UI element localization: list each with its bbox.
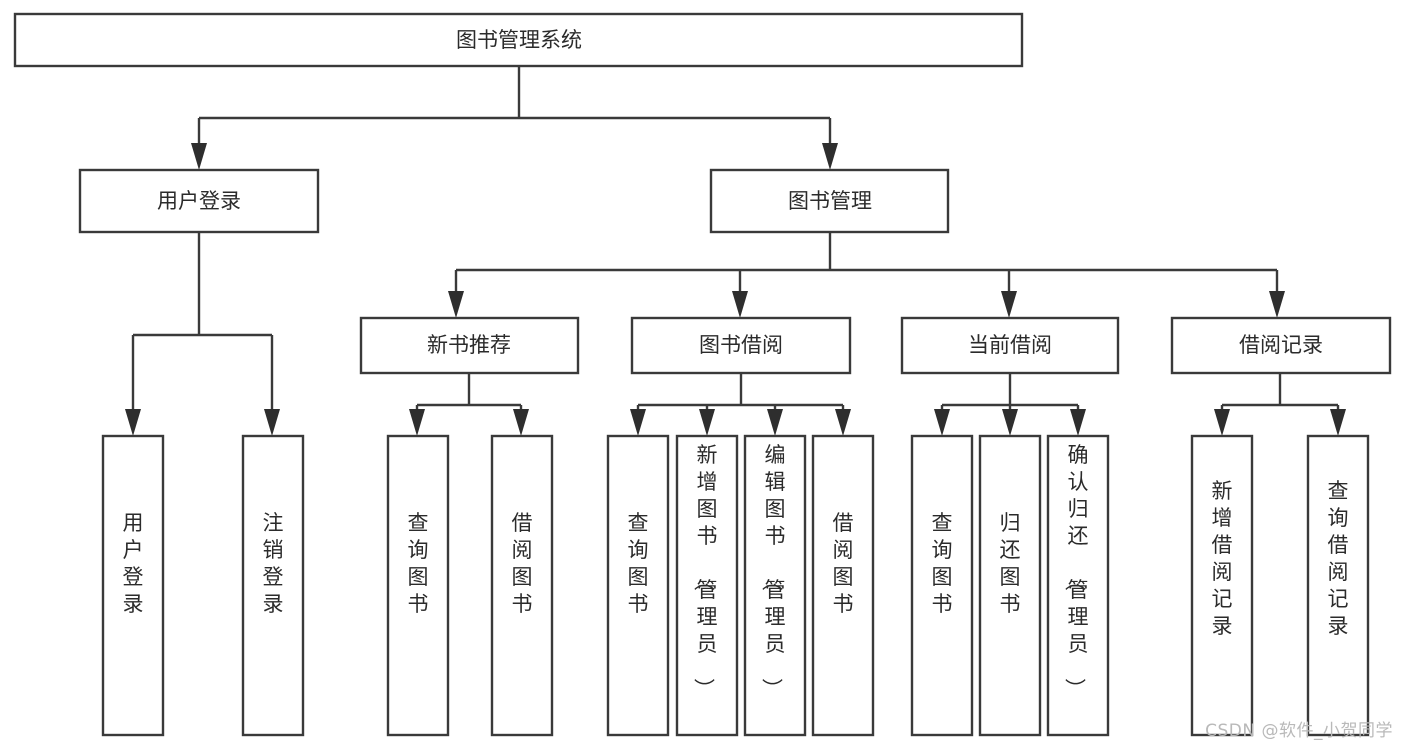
watermark: CSDN @软件_小贺同学	[1205, 721, 1393, 741]
arrow-head-current-leaf-3	[1070, 409, 1086, 436]
node-borrow-records-box[interactable]	[1170, 316, 1392, 375]
node-book-borrow-box[interactable]	[630, 316, 852, 375]
arrow-head-borrow-leaf-1	[630, 409, 646, 436]
node-borrow-records-label: 借阅记录	[1239, 333, 1323, 357]
leaf-node-current-return-label: 归还图书	[1000, 511, 1021, 616]
leaf-node-current-return-box[interactable]	[978, 434, 1042, 737]
leaf-node-borrow-book-box[interactable]	[811, 434, 875, 737]
arrow-head-records-leaf-2	[1330, 409, 1346, 436]
node-book-borrow-label: 图书借阅	[699, 333, 783, 357]
node-root-box[interactable]	[13, 12, 1024, 68]
node-book-management-label: 图书管理	[788, 189, 872, 213]
leaf-node-logout-box[interactable]	[241, 434, 305, 737]
leaf-node-borrow-add-label: 新增图书（管理员）	[692, 443, 718, 699]
leaf-node-borrow-add-box[interactable]	[675, 434, 739, 737]
arrow-head-leaf-user-login	[125, 409, 141, 436]
leaf-node-user-login[interactable]: 用户登录	[101, 434, 165, 737]
leaf-node-logout-label: 注销登录	[263, 511, 284, 616]
arrow-head-borrow-leaf-3	[767, 409, 783, 436]
leaf-node-user-login-label: 用户登录	[123, 511, 144, 616]
node-root-label: 图书管理系统	[456, 28, 582, 52]
node-new-book-recommend-box[interactable]	[359, 316, 580, 375]
connector-layer	[125, 66, 1346, 436]
leaf-node-current-confirm-box[interactable]	[1046, 434, 1110, 737]
node-book-borrow[interactable]: 图书借阅	[630, 316, 852, 375]
node-book-management[interactable]: 图书管理	[709, 168, 950, 234]
leaf-node-newbook-query-box[interactable]	[386, 434, 450, 737]
node-current-borrow-box[interactable]	[900, 316, 1120, 375]
leaf-node-newbook-borrow-box[interactable]	[490, 434, 554, 737]
node-current-borrow[interactable]: 当前借阅	[900, 316, 1120, 375]
arrow-head-new-book	[448, 291, 464, 318]
leaf-node-borrow-query[interactable]: 查询图书	[606, 434, 670, 737]
leaf-node-borrow-edit-box[interactable]	[743, 434, 807, 737]
node-user-login-box[interactable]	[78, 168, 320, 234]
leaf-node-newbook-borrow[interactable]: 借阅图书	[490, 434, 554, 737]
node-user-login[interactable]: 用户登录	[78, 168, 320, 234]
arrow-head-borrow-records	[1269, 291, 1285, 318]
arrow-head-user-login	[191, 143, 207, 170]
arrow-head-records-leaf-1	[1214, 409, 1230, 436]
leaf-node-current-query-box[interactable]	[910, 434, 974, 737]
arrow-head-book-mgmt	[822, 143, 838, 170]
arrow-head-borrow-leaf-4	[835, 409, 851, 436]
leaf-node-records-query-box[interactable]	[1306, 434, 1370, 737]
node-current-borrow-label: 当前借阅	[968, 333, 1052, 357]
arrow-head-leaf-logout	[264, 409, 280, 436]
node-new-book-recommend-label: 新书推荐	[427, 333, 511, 357]
leaf-node-current-return[interactable]: 归还图书	[978, 434, 1042, 737]
leaf-node-borrow-edit[interactable]: 编辑图书（管理员）	[743, 434, 807, 737]
arrow-head-newbook-leaf-1	[409, 409, 425, 436]
leaf-node-current-query[interactable]: 查询图书	[910, 434, 974, 737]
arrow-head-current-leaf-1	[934, 409, 950, 436]
leaf-node-newbook-borrow-label: 借阅图书	[512, 511, 533, 616]
arrow-head-newbook-leaf-2	[513, 409, 529, 436]
leaf-node-logout[interactable]: 注销登录	[241, 434, 305, 737]
leaf-node-borrow-query-label: 查询图书	[628, 511, 649, 616]
node-borrow-records[interactable]: 借阅记录	[1170, 316, 1392, 375]
leaf-node-records-add-label: 新增借阅记录	[1212, 479, 1233, 638]
leaf-node-borrow-edit-label: 编辑图书（管理员）	[760, 443, 786, 699]
node-new-book-recommend[interactable]: 新书推荐	[359, 316, 580, 375]
leaf-node-borrow-add[interactable]: 新增图书（管理员）	[675, 434, 739, 737]
leaf-node-current-confirm-label: 确认归还（管理员）	[1063, 443, 1089, 699]
arrow-head-current-leaf-2	[1002, 409, 1018, 436]
node-user-login-label: 用户登录	[157, 189, 241, 213]
leaf-node-records-query-label: 查询借阅记录	[1328, 479, 1349, 638]
arrow-head-book-borrow	[732, 291, 748, 318]
leaf-node-records-add-box[interactable]	[1190, 434, 1254, 737]
arrow-head-borrow-leaf-2	[699, 409, 715, 436]
arrow-head-current-borrow	[1001, 291, 1017, 318]
leaf-node-borrow-book-label: 借阅图书	[833, 511, 854, 616]
leaf-node-records-query[interactable]: 查询借阅记录	[1306, 434, 1370, 737]
node-book-management-box[interactable]	[709, 168, 950, 234]
leaf-node-borrow-query-box[interactable]	[606, 434, 670, 737]
node-root[interactable]: 图书管理系统	[13, 12, 1024, 68]
leaf-node-newbook-query[interactable]: 查询图书	[386, 434, 450, 737]
leaf-node-current-confirm[interactable]: 确认归还（管理员）	[1046, 434, 1110, 737]
leaf-node-borrow-book[interactable]: 借阅图书	[811, 434, 875, 737]
leaf-node-user-login-box[interactable]	[101, 434, 165, 737]
leaf-node-newbook-query-label: 查询图书	[408, 511, 429, 616]
leaf-node-records-add[interactable]: 新增借阅记录	[1190, 434, 1254, 737]
leaf-node-current-query-label: 查询图书	[932, 511, 953, 616]
